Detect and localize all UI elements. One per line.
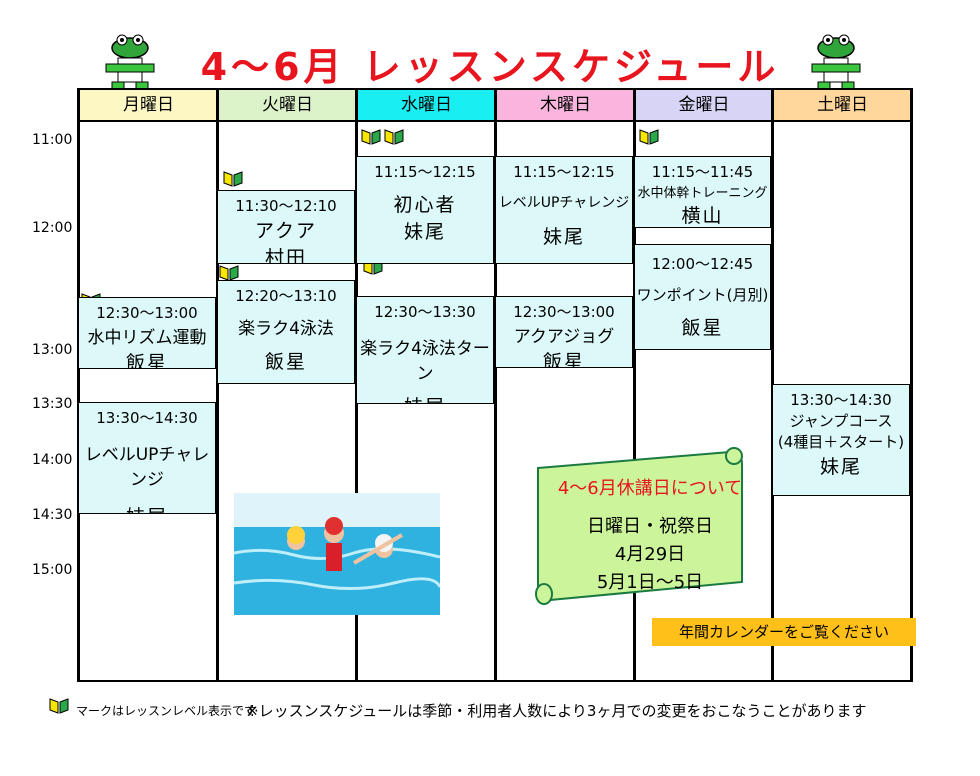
footer-mark-note: マークはレッスンレベル表示です xyxy=(76,704,257,718)
beginner-mark-icon xyxy=(639,129,659,145)
day-header-mon: 月曜日 xyxy=(80,90,218,120)
footer-note: ※レッスンスケジュールは季節・利用者人数により3ヶ月での変更をおこなうことがあり… xyxy=(246,702,867,720)
notice-line: 日曜日・祝祭日 xyxy=(587,516,713,537)
beginner-mark-icon xyxy=(49,698,69,714)
grid-line xyxy=(77,120,913,122)
day-header-fri: 金曜日 xyxy=(636,90,773,120)
calendar-note: 年間カレンダーをご覧ください xyxy=(652,618,916,646)
notice-line: 5月1日～5日 xyxy=(596,572,704,593)
time-label: 13:00 xyxy=(32,342,73,358)
time-label: 14:30 xyxy=(32,507,73,523)
day-header-thu: 木曜日 xyxy=(497,90,635,120)
beginner-mark-icon xyxy=(384,129,404,145)
notice-scroll xyxy=(535,447,743,605)
notice-heading: 4～6月休講日について xyxy=(557,478,743,499)
grid-line xyxy=(910,88,913,682)
beginner-mark-icon xyxy=(223,171,243,187)
grid-line xyxy=(633,88,636,682)
lesson-wed-2: 12:30～13:30楽ラク4泳法ターン妹尾 xyxy=(356,296,494,404)
page-title: 4～6月 レッスンスケジュール xyxy=(200,45,780,89)
beginner-mark-icon xyxy=(361,129,381,145)
time-label: 12:00 xyxy=(32,220,73,236)
grid-line xyxy=(77,680,913,682)
time-label: 15:00 xyxy=(32,562,73,578)
grid-line xyxy=(494,88,497,682)
day-header-wed: 水曜日 xyxy=(358,90,496,120)
grid-line xyxy=(77,88,913,90)
grid-line xyxy=(77,88,80,682)
time-label: 11:00 xyxy=(32,132,73,148)
grid-line xyxy=(216,88,219,682)
day-header-tue: 火曜日 xyxy=(219,90,357,120)
lesson-mon-2: 13:30～14:30レベルUPチャレンジ妹尾 xyxy=(78,402,216,514)
time-label: 14:00 xyxy=(32,452,73,468)
frog-mascot-right-icon xyxy=(811,34,861,91)
pool-photo xyxy=(234,493,440,615)
time-label: 13:30 xyxy=(32,396,73,412)
day-header-sat: 土曜日 xyxy=(774,90,911,120)
frog-mascot-left-icon xyxy=(105,34,155,91)
notice-line: 4月29日 xyxy=(614,544,686,565)
